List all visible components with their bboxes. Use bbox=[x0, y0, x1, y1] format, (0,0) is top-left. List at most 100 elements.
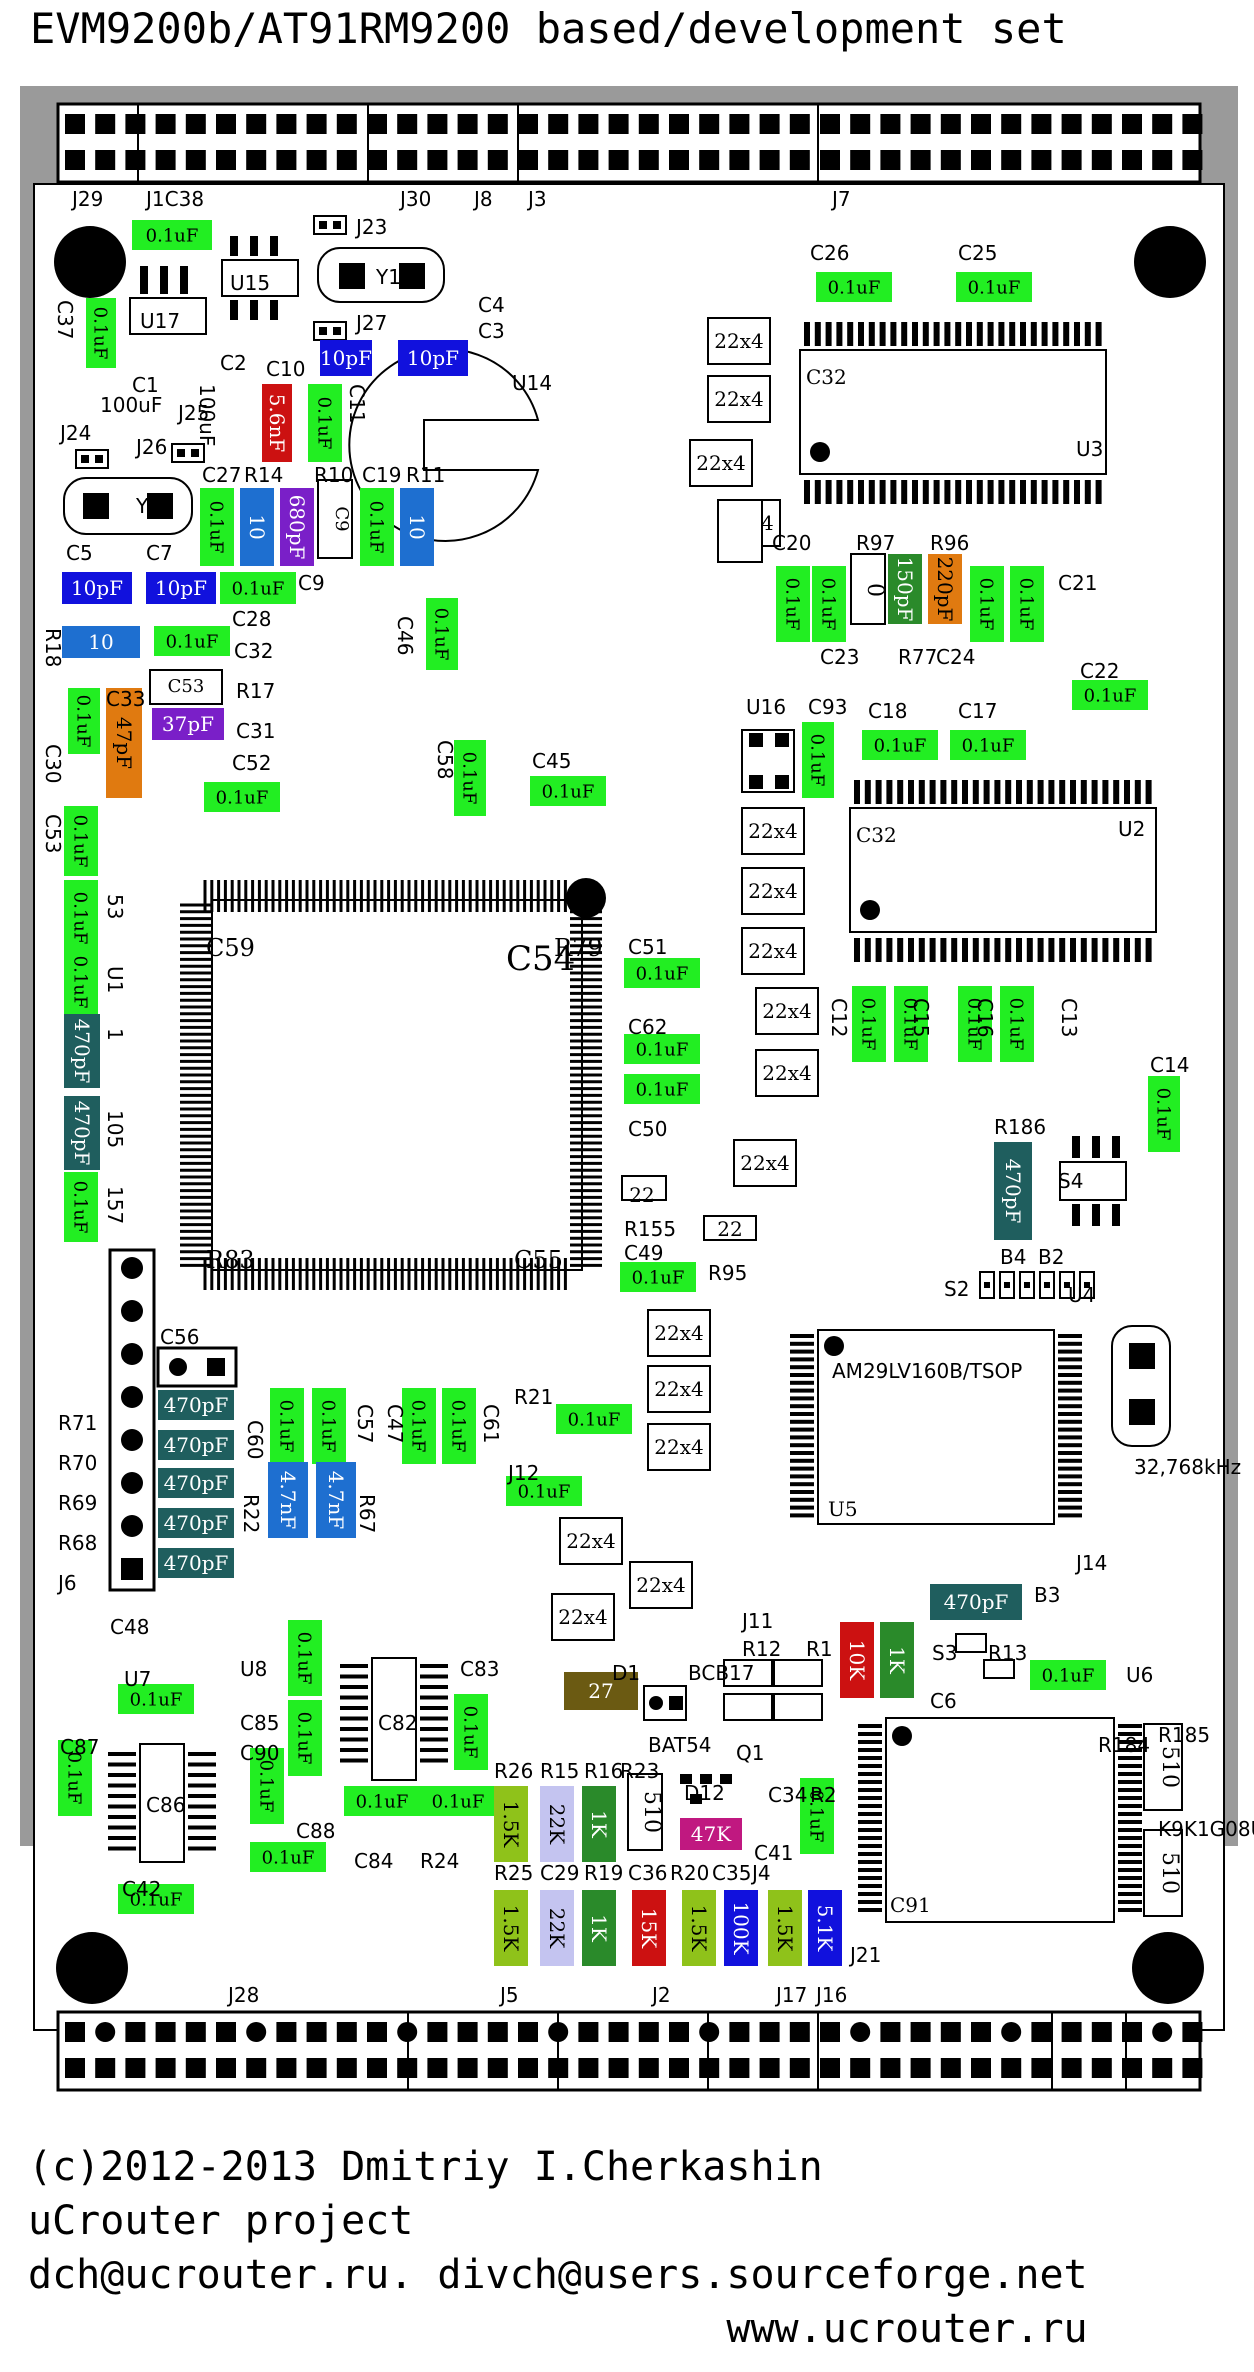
mounting-hole bbox=[54, 226, 126, 298]
passive-component bbox=[316, 1462, 356, 1538]
pad bbox=[95, 2022, 116, 2042]
reference-designator: U1 bbox=[103, 966, 127, 993]
pad bbox=[65, 150, 85, 170]
jumper bbox=[171, 443, 205, 463]
reference-designator: C62 bbox=[628, 1015, 667, 1039]
reference-designator: C10 bbox=[266, 357, 305, 381]
pad bbox=[1061, 2022, 1082, 2042]
pad bbox=[971, 114, 991, 134]
reference-designator: C52 bbox=[232, 751, 271, 775]
reference-designator: C27 bbox=[202, 463, 241, 487]
component-value: 10pF bbox=[320, 346, 372, 370]
pad bbox=[749, 733, 763, 747]
pad bbox=[319, 221, 327, 229]
component-value: 0.1uF bbox=[166, 631, 219, 652]
pad bbox=[169, 1358, 187, 1376]
pad bbox=[367, 2022, 387, 2042]
pad bbox=[121, 1386, 143, 1408]
passive-component bbox=[270, 1388, 304, 1464]
component-value: 15K bbox=[637, 1908, 661, 1949]
passive-component bbox=[928, 554, 962, 624]
reference-designator: 1 bbox=[103, 1028, 127, 1041]
component-value: 0.1uF bbox=[459, 752, 480, 805]
passive-component bbox=[402, 1388, 436, 1464]
pad bbox=[333, 221, 341, 229]
reference-designator: C42 bbox=[122, 1877, 161, 1901]
passive-component bbox=[816, 272, 892, 302]
pad bbox=[759, 114, 780, 134]
pad bbox=[910, 2022, 931, 2042]
pad bbox=[1091, 150, 1112, 170]
component-value: 4.7nF bbox=[276, 1471, 300, 1530]
pad bbox=[1001, 2058, 1022, 2078]
pad bbox=[910, 2058, 931, 2078]
pad bbox=[759, 150, 780, 170]
reference-designator: J7 bbox=[830, 187, 851, 211]
pad bbox=[333, 327, 341, 335]
reference-designator: 53 bbox=[103, 894, 127, 919]
component-value: 470pF bbox=[1001, 1159, 1025, 1224]
pad bbox=[216, 114, 236, 134]
component-value: 0.1uF bbox=[900, 998, 921, 1051]
component-value: 0.1uF bbox=[130, 1689, 183, 1710]
passive-component bbox=[862, 730, 938, 760]
reference-designator: R22 bbox=[239, 1494, 263, 1533]
crystal-y4 bbox=[1111, 1325, 1171, 1447]
reference-designator: B3 bbox=[1034, 1583, 1060, 1607]
pad bbox=[155, 150, 176, 170]
chip-name: C32 bbox=[856, 823, 897, 847]
footer-line: dch@ucrouter.ru. divch@users.sourceforge… bbox=[28, 2252, 1088, 2298]
reference-designator: C58 bbox=[433, 740, 457, 779]
component-value: 22 bbox=[629, 1183, 654, 1207]
footer-line: uCrouter project bbox=[28, 2198, 414, 2244]
pad bbox=[578, 2058, 599, 2078]
reference-designator: C86 bbox=[146, 1793, 185, 1817]
reference-designator: C18 bbox=[868, 699, 907, 723]
component-value: C53 bbox=[168, 676, 205, 697]
reference-designator: R10 bbox=[314, 463, 353, 487]
component-value: 1.5K bbox=[773, 1905, 797, 1953]
component-value: 470pF bbox=[70, 1019, 94, 1084]
pad bbox=[1182, 114, 1203, 134]
passive-component bbox=[360, 488, 394, 566]
pad bbox=[367, 2058, 387, 2078]
component-value: 0.1uF bbox=[318, 1400, 339, 1453]
reference-designator: C7 bbox=[146, 541, 173, 565]
component-value: 22x4 bbox=[654, 1377, 703, 1401]
passive-component bbox=[68, 688, 100, 754]
pad bbox=[1001, 114, 1022, 134]
pad bbox=[121, 1472, 143, 1494]
passive-component bbox=[840, 1622, 874, 1698]
component-value: 0.1uF bbox=[90, 307, 111, 360]
pad bbox=[121, 1343, 143, 1365]
reference-designator: C25 bbox=[958, 241, 997, 265]
pad bbox=[669, 1696, 683, 1710]
component-value: 470pF bbox=[164, 1551, 229, 1575]
reference-designator: R19 bbox=[584, 1861, 623, 1885]
passive-component bbox=[158, 1430, 234, 1460]
pad bbox=[1122, 114, 1142, 134]
component-value: 0.1uF bbox=[432, 1791, 485, 1812]
component-value: 0.1uF bbox=[632, 1267, 685, 1288]
component-value: 0.1uF bbox=[256, 1760, 277, 1813]
reference-designator: J30 bbox=[398, 187, 431, 211]
component-value: 22x4 bbox=[654, 1435, 703, 1459]
component-value: 0.1uF bbox=[294, 1632, 315, 1685]
pad bbox=[1001, 150, 1022, 170]
passive-component bbox=[1010, 566, 1044, 642]
pad bbox=[1031, 2022, 1052, 2042]
passive-component bbox=[154, 626, 230, 656]
resistor-array bbox=[741, 927, 805, 975]
reference-designator: C17 bbox=[958, 699, 997, 723]
reference-designator: S4 bbox=[1058, 1169, 1083, 1193]
pad bbox=[121, 1257, 143, 1279]
passive-component bbox=[930, 1584, 1022, 1620]
passive-component bbox=[888, 554, 922, 624]
reference-designator: R68 bbox=[58, 1531, 97, 1555]
component-value: 470pF bbox=[164, 1471, 229, 1495]
passive-component bbox=[64, 1172, 98, 1242]
passive-component bbox=[400, 488, 434, 566]
passive-component bbox=[158, 1468, 234, 1498]
passive-component bbox=[880, 1622, 914, 1698]
pad bbox=[638, 2058, 659, 2078]
